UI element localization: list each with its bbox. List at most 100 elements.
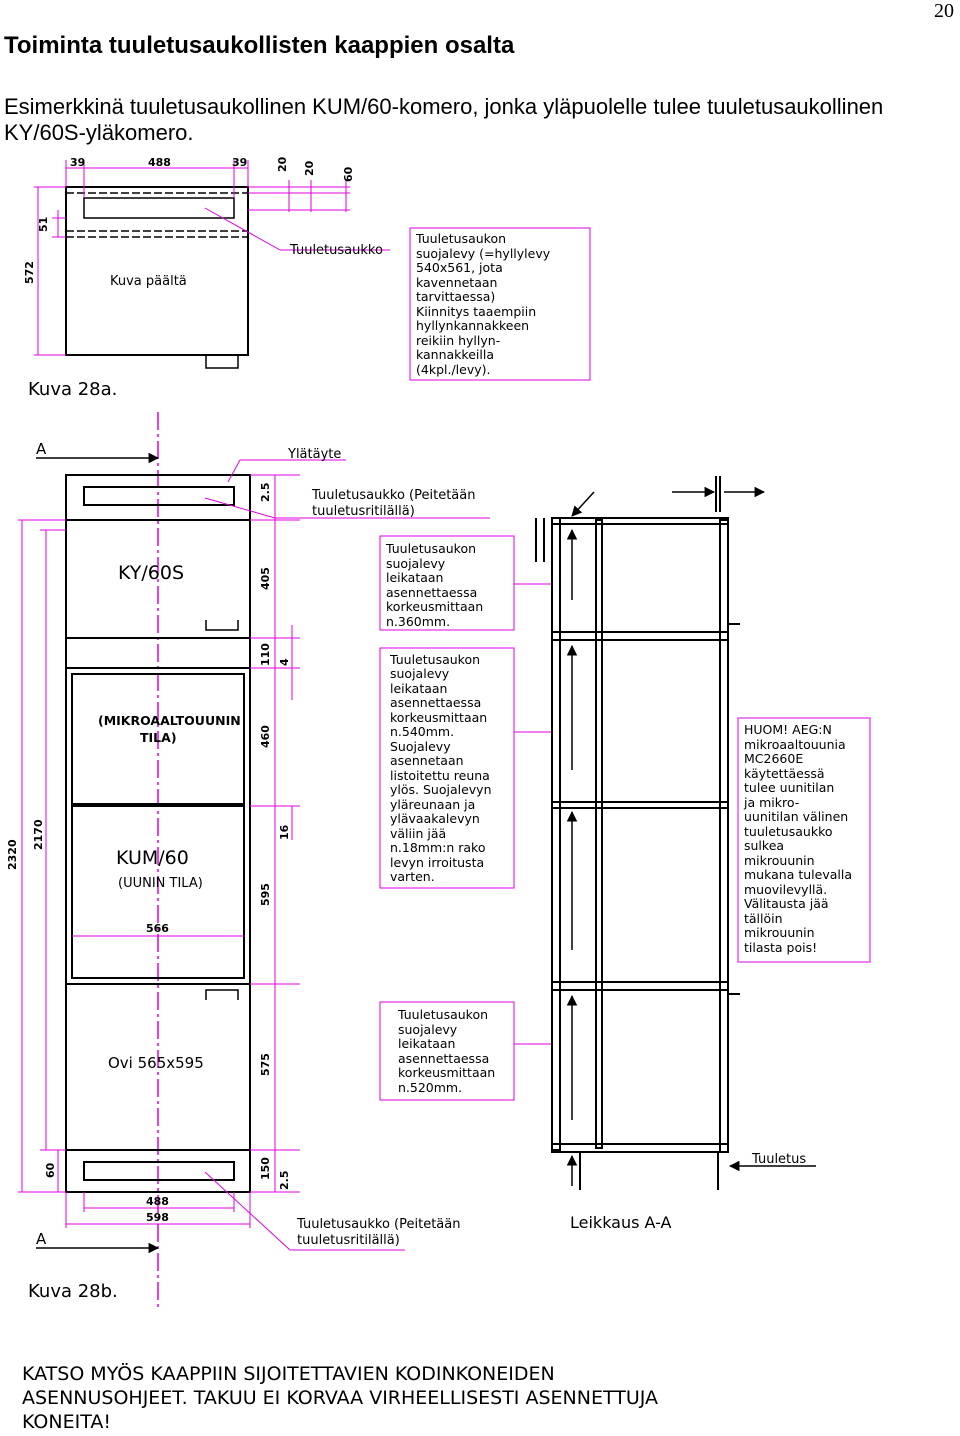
svg-text:asennettaessa: asennettaessa — [390, 695, 481, 710]
svg-text:hyllynkannakkeen: hyllynkannakkeen — [416, 318, 529, 333]
note-28a: Tuuletusaukon suojalevy (=hyllylevy 540x… — [415, 231, 551, 377]
label-ky60s: KY/60S — [118, 562, 184, 584]
svg-text:mikroaaltouunia: mikroaaltouunia — [744, 737, 846, 752]
dim-20-b: 20 — [303, 160, 316, 176]
intro-paragraph: Esimerkkinä tuuletusaukollinen KUM/60-ko… — [4, 94, 884, 145]
svg-text:väliin jää: väliin jää — [390, 826, 446, 841]
svg-text:mikrouunin: mikrouunin — [744, 853, 815, 868]
svg-text:MC2660E: MC2660E — [744, 751, 803, 766]
svg-text:tilasta pois!: tilasta pois! — [744, 940, 817, 955]
label-vent-bottom-1: Tuuletusaukko (Peitetään — [296, 1217, 460, 1232]
dim-598: 598 — [146, 1211, 169, 1224]
svg-text:2.5: 2.5 — [278, 1171, 291, 1191]
dim-566: 566 — [146, 922, 169, 935]
plinth — [65, 1149, 251, 1193]
svg-text:käytettäessä: käytettäessä — [744, 766, 825, 781]
svg-text:540x561, jota: 540x561, jota — [416, 260, 503, 275]
svg-text:HUOM! AEG:N: HUOM! AEG:N — [744, 722, 832, 737]
svg-text:2320: 2320 — [6, 839, 19, 870]
svg-text:asennettaessa: asennettaessa — [398, 1051, 489, 1066]
svg-text:mikrouunin: mikrouunin — [744, 925, 815, 940]
svg-text:KONEITA!: KONEITA! — [22, 1411, 111, 1433]
svg-text:n.18mm:n rako: n.18mm:n rako — [390, 840, 486, 855]
svg-text:leikataan: leikataan — [386, 570, 443, 585]
svg-text:asennettaessa: asennettaessa — [386, 585, 477, 600]
label-microwave-1: (MIKROAALTOUUNIN — [98, 713, 241, 728]
svg-text:Kiinnitys taaempiin: Kiinnitys taaempiin — [416, 304, 536, 319]
svg-text:yläreunaan ja: yläreunaan ja — [390, 797, 475, 812]
handle-icon — [205, 620, 239, 631]
footer-warning: KATSO MYÖS KAAPPIIN SIJOITETTAVIEN KODIN… — [22, 1362, 658, 1433]
svg-text:KATSO MYÖS KAAPPIIN SIJOITETTA: KATSO MYÖS KAAPPIIN SIJOITETTAVIEN KODIN… — [22, 1362, 555, 1385]
vent-opening — [83, 197, 235, 219]
svg-text:16: 16 — [278, 824, 291, 840]
svg-text:varten.: varten. — [390, 869, 435, 884]
dim-51: 51 — [37, 217, 50, 232]
label-vent-bottom-2: tuuletusritilällä) — [297, 1233, 400, 1248]
svg-text:suojalevy: suojalevy — [386, 556, 446, 571]
svg-text:ylös. Suojalevyn: ylös. Suojalevyn — [390, 782, 492, 797]
svg-text:tarvittaessa): tarvittaessa) — [416, 289, 495, 304]
svg-text:suojalevy (=hyllylevy: suojalevy (=hyllylevy — [416, 246, 551, 261]
vent-bottom — [83, 1161, 235, 1181]
svg-text:(4kpl./levy).: (4kpl./levy). — [416, 362, 490, 377]
handle-icon — [205, 989, 239, 1000]
svg-text:110: 110 — [259, 643, 272, 666]
handle-icon — [205, 355, 239, 369]
svg-text:4: 4 — [278, 658, 291, 666]
svg-text:Välitausta jää: Välitausta jää — [744, 896, 829, 911]
svg-text:595: 595 — [259, 883, 272, 906]
caption-28a: Kuva 28a. — [28, 379, 117, 400]
label-door: Ovi 565x595 — [108, 1054, 204, 1072]
svg-text:levyn irroitusta: levyn irroitusta — [390, 855, 484, 870]
label-ventilation: Tuuletus — [751, 1152, 806, 1167]
svg-text:listoitettu reuna: listoitettu reuna — [390, 768, 490, 783]
vent-top — [83, 486, 235, 506]
label-vent: Tuuletusaukko — [289, 243, 383, 258]
svg-text:reikiin hyllyn-: reikiin hyllyn- — [416, 333, 500, 348]
dim-39-right: 39 — [232, 156, 247, 169]
section-a-a: Tuuletus Leikkaus A-A — [535, 476, 816, 1232]
dims-right: 2.5 405 110 4 460 16 595 575 150 2.5 — [259, 483, 291, 1191]
section-mark-bottom: A — [36, 1230, 47, 1248]
label-microwave-2: TILA) — [140, 730, 177, 745]
figure-28a: 39 488 39 20 20 60 572 51 Kuva päältä Tu… — [23, 156, 591, 400]
svg-text:Tuuletusaukon: Tuuletusaukon — [389, 652, 480, 667]
svg-text:kannakkeilla: kannakkeilla — [416, 347, 494, 362]
svg-text:korkeusmittaan: korkeusmittaan — [386, 599, 483, 614]
page-number: 20 — [934, 0, 954, 22]
svg-text:leikataan: leikataan — [398, 1036, 455, 1051]
label-top-view: Kuva päältä — [110, 274, 187, 289]
svg-text:60: 60 — [44, 1162, 57, 1178]
svg-text:ASENNUSOHJEET. TAKUU EI KORVAA: ASENNUSOHJEET. TAKUU EI KORVAA VIRHEELLI… — [22, 1387, 658, 1409]
svg-text:2170: 2170 — [32, 819, 45, 850]
svg-text:mukana tulevalla: mukana tulevalla — [744, 867, 852, 882]
svg-text:2.5: 2.5 — [259, 483, 272, 503]
svg-text:leikataan: leikataan — [390, 681, 447, 696]
svg-text:tällöin: tällöin — [744, 911, 783, 926]
label-vent-top-1: Tuuletusaukko (Peitetään — [311, 488, 475, 503]
svg-text:Tuuletusaukon: Tuuletusaukon — [385, 541, 476, 556]
svg-text:uunitilan välinen: uunitilan välinen — [744, 809, 848, 824]
svg-text:405: 405 — [259, 567, 272, 590]
dim-488-top: 488 — [148, 156, 171, 169]
caption-28b: Kuva 28b. — [28, 1281, 118, 1302]
note-4: HUOM! AEG:N mikroaaltouunia MC2660E käyt… — [743, 722, 852, 955]
svg-text:460: 460 — [259, 725, 272, 748]
svg-text:tulee uunitilan: tulee uunitilan — [744, 780, 834, 795]
svg-text:suojalevy: suojalevy — [398, 1022, 458, 1037]
cabinet-top-outline — [65, 186, 249, 356]
note-2: Tuuletusaukon suojalevy leikataan asenne… — [389, 652, 492, 884]
label-filler: Ylätäyte — [287, 447, 341, 462]
svg-text:ylävaakalevyn: ylävaakalevyn — [390, 811, 480, 826]
svg-text:Tuuletusaukon: Tuuletusaukon — [397, 1007, 488, 1022]
svg-text:asennetaan: asennetaan — [390, 753, 464, 768]
svg-text:ja mikro-: ja mikro- — [743, 795, 799, 810]
page-title: Toiminta tuuletusaukollisten kaappien os… — [4, 32, 515, 59]
label-vent-top-2: tuuletusritilällä) — [312, 504, 415, 519]
dim-572: 572 — [23, 261, 36, 284]
svg-text:korkeusmittaan: korkeusmittaan — [398, 1065, 495, 1080]
svg-text:Suojalevy: Suojalevy — [390, 739, 451, 754]
dim-39-left: 39 — [70, 156, 85, 169]
